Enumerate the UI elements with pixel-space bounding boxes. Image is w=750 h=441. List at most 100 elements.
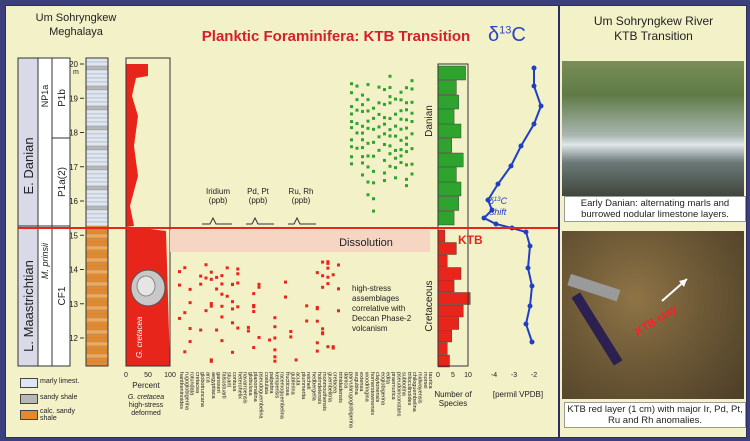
occurrence-marker [315, 271, 319, 275]
occurrence-marker-danian [350, 145, 353, 149]
histogram-bar-danian [437, 94, 459, 110]
species-name: planomalina [252, 372, 258, 403]
occurrence-marker [236, 267, 240, 271]
histogram-bar-cretaceous [437, 242, 457, 255]
histogram-bar-cretaceous [437, 317, 459, 330]
occurrence-marker-danian [410, 87, 414, 91]
species-name: hantkeninoides [178, 372, 184, 409]
occurrence-marker-danian [377, 125, 381, 129]
occurrence-marker [326, 266, 330, 270]
occurrence-marker [188, 287, 192, 291]
lithology-layer [85, 281, 109, 287]
occurrence-marker-danian [377, 135, 381, 139]
occurrence-marker [326, 275, 330, 279]
histogram-bar-cretaceous [437, 267, 462, 280]
occurrence-marker [326, 261, 330, 265]
occurrence-marker [215, 275, 219, 279]
isotope-point [531, 121, 537, 127]
species-name: midwayensis [417, 372, 423, 404]
depth-tick-label: 17 [69, 163, 78, 172]
occurrence-marker [337, 263, 340, 267]
occurrence-marker-danian [399, 109, 403, 113]
occurrence-marker-danian [405, 108, 408, 112]
species-name: navarroensis [242, 372, 248, 404]
lithology-layer [85, 297, 109, 303]
histogram-bar-danian [437, 210, 455, 226]
photo2-caption: KTB red layer (1 cm) with major Ir, Pd, … [564, 402, 746, 428]
occurrence-marker-danian [405, 86, 408, 90]
lithology-layer [85, 145, 109, 151]
period-danian-label: Danian [424, 105, 435, 137]
occurrence-marker-danian [350, 91, 353, 95]
species-name: monmouthensis [321, 372, 327, 411]
cretacea-curve-upper [126, 64, 148, 226]
occurrence-marker-danian [372, 140, 375, 144]
occurrence-marker [321, 260, 325, 264]
lithology-layer [85, 285, 109, 291]
occurrence-marker [220, 304, 224, 308]
occurrence-marker [326, 282, 330, 286]
occurrence-marker [183, 266, 187, 270]
ktb-label: KTB [458, 233, 483, 247]
occurrence-marker-danian [383, 102, 386, 106]
lithology-layer [85, 325, 109, 331]
occurrence-marker-danian [383, 143, 386, 147]
lithology-layer [85, 293, 109, 299]
occurrence-marker-danian [383, 179, 386, 183]
occurrence-marker-danian [366, 83, 370, 87]
photo-early-danian [562, 61, 744, 196]
isotope-point [523, 321, 529, 327]
occurrence-marker-danian [394, 176, 397, 180]
section-diagram: E. Danian L. Maastrichtian NP1a M. prins… [17, 57, 558, 429]
lithology-layer [85, 245, 109, 251]
species-name: kempensis [273, 372, 279, 399]
occurrence-marker-danian [372, 169, 375, 173]
occurrence-marker-danian [399, 127, 403, 131]
lithology-layer [85, 361, 109, 367]
zone-p1a2-label: P1a(2) [57, 167, 68, 197]
occurrence-marker [231, 321, 234, 325]
lithology-layer [85, 81, 109, 87]
occurrence-marker-danian [377, 101, 381, 105]
occurrence-marker-danian [410, 147, 414, 151]
occurrence-marker [220, 282, 224, 286]
lithology-layer [85, 165, 109, 171]
species-name: hedbergella [311, 372, 317, 402]
isotope-point [525, 265, 531, 271]
lithology-layer [85, 193, 109, 199]
lithology-layer [85, 301, 109, 307]
occurrence-marker-danian [410, 79, 414, 83]
occurrence-marker [257, 336, 261, 340]
occurrence-marker [257, 282, 261, 286]
lithology-layer [85, 69, 109, 75]
isotope-unit: [permil VPDB] [493, 390, 543, 399]
occurrence-marker [246, 325, 250, 329]
occurrence-marker-danian [410, 132, 414, 136]
histogram-bar-cretaceous [437, 329, 453, 343]
depth-tick-label: 12 [69, 334, 78, 343]
species-name: taurica [427, 372, 433, 389]
lithology-layer [85, 289, 109, 295]
occurrence-marker [257, 285, 261, 289]
occurrence-marker-danian [405, 184, 408, 188]
histogram-bar-danian [437, 167, 457, 182]
species-name: hornerstownensis [369, 372, 375, 415]
lithology-layer [85, 185, 109, 191]
occurrence-marker-danian [383, 88, 386, 92]
occurrence-marker-danian [410, 172, 414, 176]
occurrence-marker [209, 304, 213, 308]
species-name: danica [342, 372, 348, 389]
occurrence-marker [204, 309, 208, 313]
cretacea-tick-label: 0 [124, 372, 128, 379]
species-name: claytonensis [374, 372, 380, 403]
species-occurrences [178, 74, 414, 363]
delta13c-heading: δ13C [488, 24, 526, 46]
depth-unit: m [73, 69, 79, 76]
lithology-layer [85, 65, 109, 71]
zone-mprinsii-label: M. prinsii [40, 242, 50, 279]
histogram-tick-label: 5 [451, 372, 455, 379]
occurrence-marker-danian [355, 98, 359, 102]
cretacea-label: G. cretacea [135, 316, 144, 358]
occurrence-marker [178, 270, 181, 274]
